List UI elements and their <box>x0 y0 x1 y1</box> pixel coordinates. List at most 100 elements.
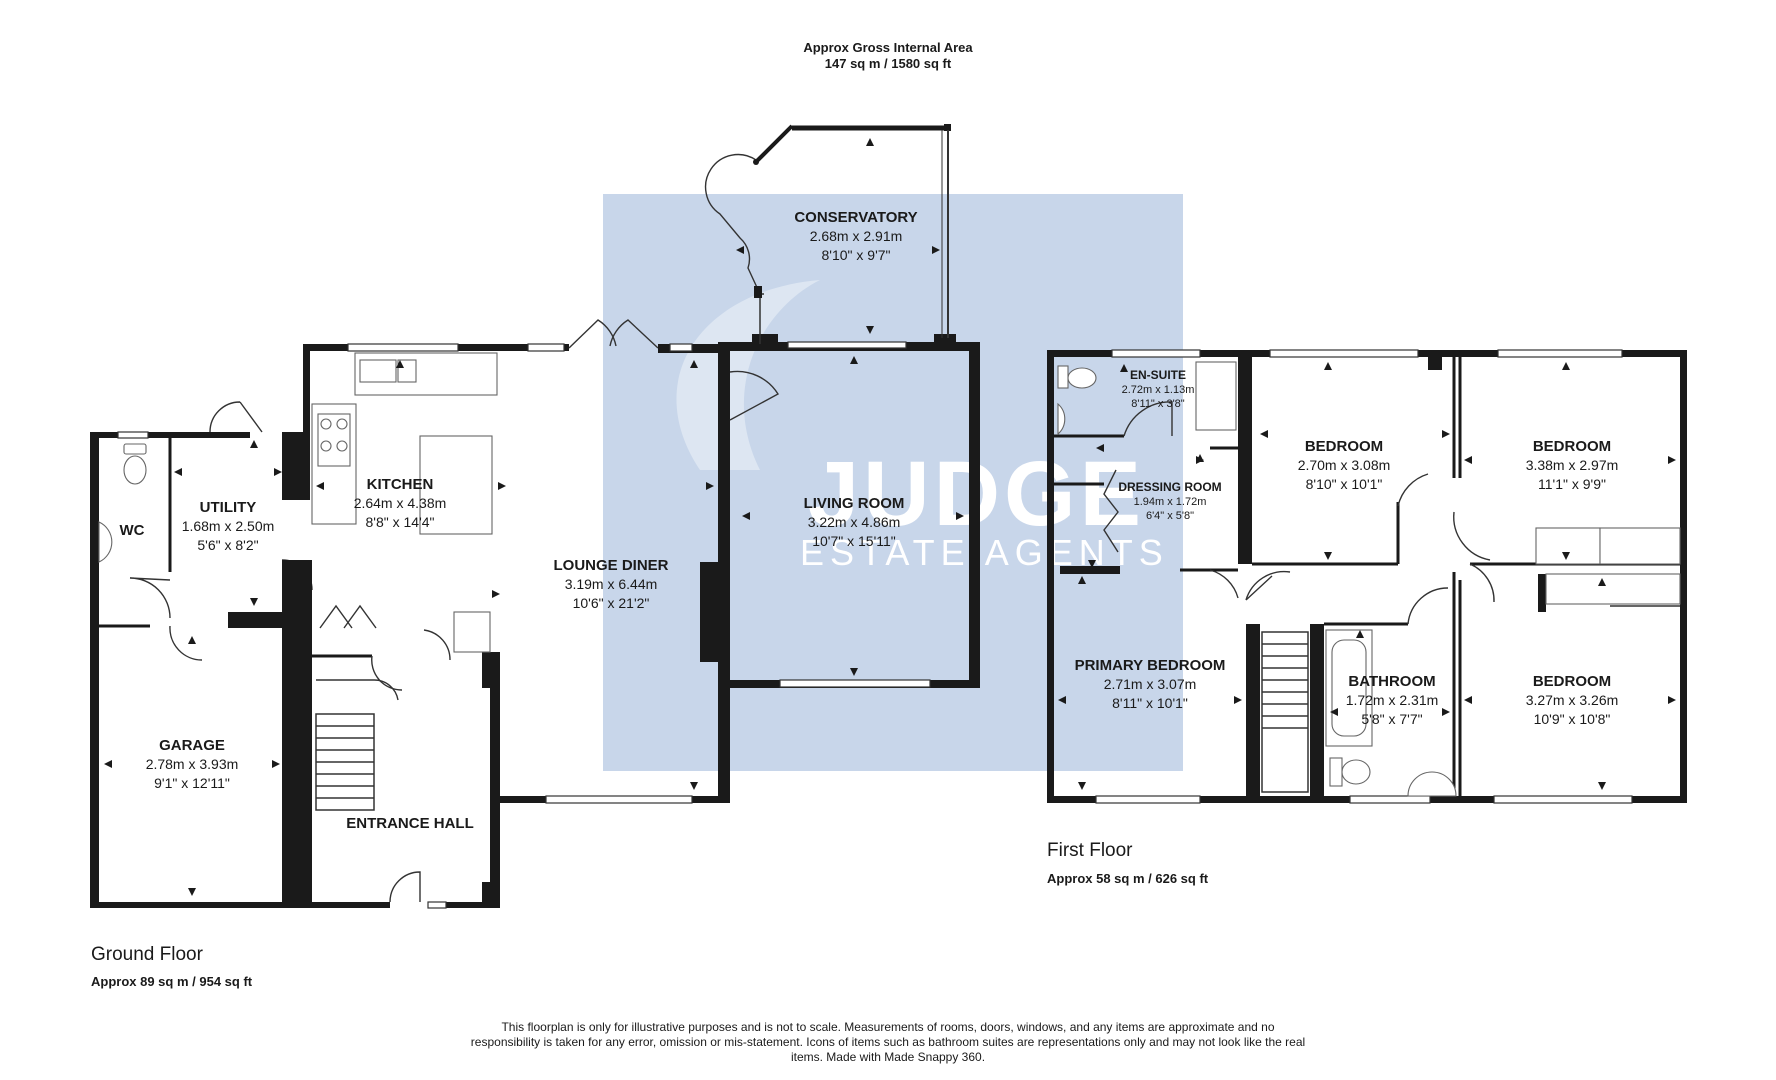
utility-pillar <box>296 432 310 500</box>
room-metric: 1.72m x 2.31m <box>1346 692 1439 708</box>
wc-basin <box>98 521 113 563</box>
wc-toilet <box>123 443 147 455</box>
ff-window-primary <box>1095 795 1201 804</box>
room-imperial: 10'7" x 15'11" <box>812 533 896 549</box>
bed-a-door <box>1397 473 1429 507</box>
wc-toilet-bowl <box>123 455 147 485</box>
hall-pillar <box>482 882 500 908</box>
ff-window-bed-c <box>1493 795 1633 804</box>
ensuite-bed-a-wall <box>1238 350 1252 564</box>
watermark-swoosh <box>676 280 820 470</box>
room-name: GARAGE <box>159 737 225 754</box>
dressing-bottom-wall <box>1060 566 1120 574</box>
utility-door <box>209 401 263 433</box>
room-imperial: 11'1" x 9'9" <box>1538 476 1606 492</box>
ff-wall-left <box>1047 350 1054 802</box>
stair-wall-left <box>1246 624 1260 802</box>
stair-wall-right <box>1310 624 1324 802</box>
kitchen-wall-left <box>303 344 310 474</box>
landing-door <box>1245 570 1291 601</box>
room-kitchen: KITCHEN 2.64m x 4.38m 8'8" x 14'4" <box>354 476 447 530</box>
ensuite-basin <box>1057 402 1066 436</box>
garage-door-arc <box>169 625 203 661</box>
ff-window-ensuite <box>1111 349 1201 358</box>
room-name: LIVING ROOM <box>804 495 905 512</box>
wc-door <box>129 577 171 619</box>
front-door-window <box>427 901 447 909</box>
conservatory-pillar-left <box>752 334 778 350</box>
room-lounge-diner: LOUNGE DINER 3.19m x 6.44m 10'6" x 21'2" <box>553 557 668 611</box>
ensuite-shower <box>1195 361 1237 431</box>
room-name: LOUNGE DINER <box>553 557 668 574</box>
ground-floor-plan <box>90 123 980 909</box>
bed-b-door <box>1453 511 1491 561</box>
room-name: KITCHEN <box>367 476 434 493</box>
lounge-small-window <box>669 343 693 352</box>
room-metric: 2.71m x 3.07m <box>1104 676 1197 692</box>
room-imperial: 10'9" x 10'8" <box>1534 711 1611 727</box>
room-labels: CONSERVATORY 2.68m x 2.91m 8'10" x 9'7" … <box>120 209 1619 832</box>
room-imperial: 8'11" x 10'1" <box>1112 695 1188 711</box>
hall-wall-right <box>490 652 500 908</box>
room-name: BEDROOM <box>1305 438 1383 455</box>
living-conservatory-doors <box>787 341 907 349</box>
hob-ring-3 <box>320 440 332 452</box>
hob-ring-2 <box>336 418 348 430</box>
primary-door <box>1209 569 1239 599</box>
room-bedroom-b: BEDROOM 3.38m x 2.97m 11'1" x 9'9" <box>1526 438 1619 492</box>
ff-window-bed-b <box>1497 349 1623 358</box>
room-name: BEDROOM <box>1533 438 1611 455</box>
first-floor-plan <box>1047 349 1687 804</box>
wc-window <box>117 431 149 439</box>
room-name: EN-SUITE <box>1130 368 1186 382</box>
room-conservatory: CONSERVATORY 2.68m x 2.91m 8'10" x 9'7" <box>794 209 917 263</box>
ensuite-door <box>1123 401 1173 437</box>
room-wc: WC <box>120 522 145 539</box>
conservatory-pillar-right <box>934 334 956 350</box>
utility-wall-right <box>282 432 300 500</box>
bed-c-wardrobe <box>1545 573 1681 605</box>
ff-wall-right <box>1680 350 1687 802</box>
room-primary-bedroom: PRIMARY BEDROOM 2.71m x 3.07m 8'11" x 10… <box>1075 657 1226 711</box>
living-room-door <box>729 370 779 421</box>
room-imperial: 5'8" x 7'7" <box>1361 711 1422 727</box>
room-imperial: 8'10" x 10'1" <box>1306 476 1383 492</box>
room-imperial: 8'10" x 9'7" <box>822 247 891 263</box>
gross-area-header: Approx Gross Internal Area 147 sq m / 15… <box>700 40 1076 72</box>
ensuite-toilet-cistern <box>1057 365 1069 389</box>
room-metric: 1.94m x 1.72m <box>1134 496 1207 508</box>
room-name: UTILITY <box>200 499 257 516</box>
conservatory-frame <box>704 123 951 344</box>
kitchen-window <box>347 343 459 352</box>
room-metric: 2.72m x 1.13m <box>1122 384 1195 396</box>
ground-floor-area: Approx 89 sq m / 954 sq ft <box>91 974 253 989</box>
room-imperial: 8'11" x 3'8" <box>1131 398 1184 410</box>
dimension-arrows <box>104 138 1676 896</box>
bed-c-door <box>1469 563 1495 603</box>
ff-window-bath <box>1349 795 1431 804</box>
hob-ring-1 <box>320 418 332 430</box>
room-name: CONSERVATORY <box>794 209 917 226</box>
living-wall-right <box>969 342 980 688</box>
kitchen-sink <box>359 359 397 383</box>
room-name: WC <box>120 522 145 539</box>
room-imperial: 10'6" x 21'2" <box>573 595 650 611</box>
lounge-french-doors <box>568 319 659 349</box>
room-entrance-hall: ENTRANCE HALL <box>346 815 474 832</box>
room-metric: 2.68m x 2.91m <box>810 228 903 244</box>
cupboard-doors <box>319 604 377 629</box>
living-window-bottom <box>779 679 931 688</box>
hall-wall-bottom-left <box>300 902 390 908</box>
lounge-living-wall <box>718 346 730 686</box>
room-bedroom-c: BEDROOM 3.27m x 3.26m 10'9" x 10'8" <box>1526 673 1619 727</box>
lounge-wall-right-lower <box>718 652 730 803</box>
room-living-room: LIVING ROOM 3.22m x 4.86m 10'7" x 15'11" <box>804 495 905 549</box>
room-name: BATHROOM <box>1348 673 1435 690</box>
ff-window-bed-a <box>1269 349 1419 358</box>
bed-a-bed-b-wall <box>1428 350 1442 370</box>
chimney-breast <box>700 562 722 662</box>
front-door <box>389 871 421 903</box>
room-imperial: 9'1" x 12'11" <box>154 775 230 791</box>
first-stairs <box>1261 631 1309 793</box>
